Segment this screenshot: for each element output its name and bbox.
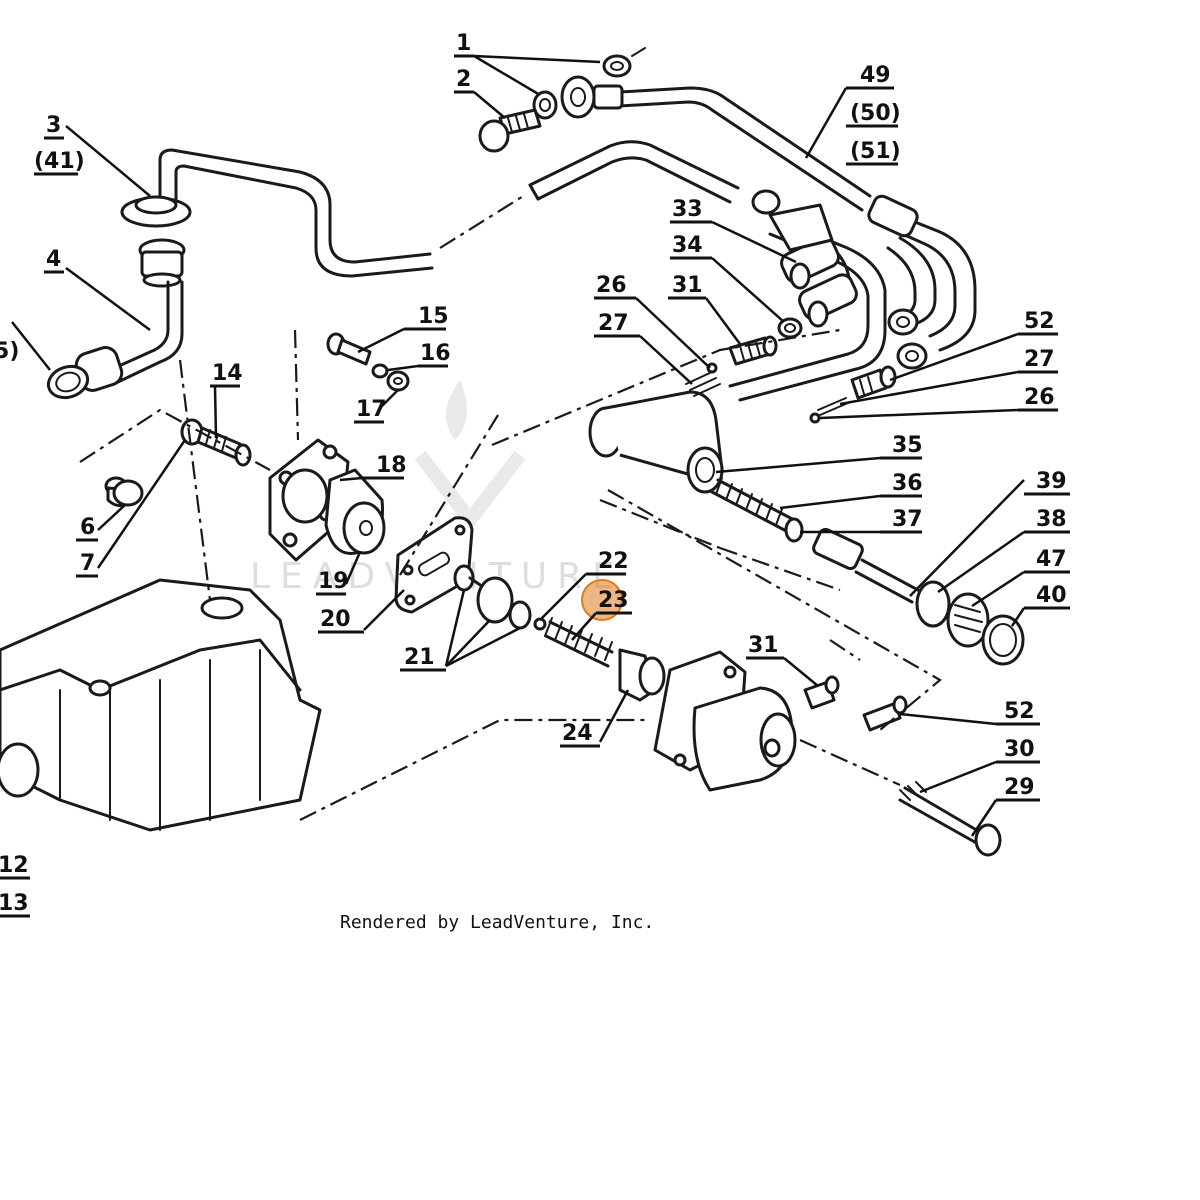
callout-1[interactable]: 1 — [456, 31, 471, 56]
callout-38[interactable]: 38 — [1036, 507, 1067, 532]
callout-16[interactable]: 16 — [420, 341, 451, 366]
stop-solenoid — [653, 650, 797, 792]
callout-23[interactable]: 23 — [598, 588, 629, 613]
callout-27-upper[interactable]: 27 — [598, 311, 629, 336]
callout-52-upper[interactable]: 52 — [1024, 309, 1055, 334]
callout-6[interactable]: 6 — [80, 515, 95, 540]
washer-1b — [532, 90, 558, 120]
bolt-29-30 — [898, 781, 1002, 857]
callout-4[interactable]: 4 — [46, 247, 61, 272]
callout-17[interactable]: 17 — [356, 397, 387, 422]
pump-housing-block — [0, 578, 322, 832]
pump-body-top — [588, 390, 724, 494]
callout-49[interactable]: 49 — [860, 63, 891, 88]
callout-7[interactable]: 7 — [80, 551, 95, 576]
callout-3[interactable]: 3 — [46, 113, 61, 138]
callout-12[interactable]: 12 — [0, 853, 29, 878]
callout-26-right[interactable]: 26 — [1024, 385, 1055, 410]
callout-36[interactable]: 36 — [892, 471, 923, 496]
feed-pipe-4 — [46, 280, 184, 400]
valve-31-lower — [803, 675, 840, 710]
bolt-15-washers — [326, 332, 410, 392]
callout-40[interactable]: 40 — [1036, 583, 1067, 608]
banjo-washer-1 — [602, 54, 632, 78]
callout-31-upper[interactable]: 31 — [672, 273, 703, 298]
plug-6 — [104, 476, 144, 507]
callout-13[interactable]: 13 — [0, 891, 29, 916]
callout-51[interactable]: (51) — [850, 139, 901, 164]
callout-41[interactable]: (41) — [34, 149, 85, 174]
valve-52-lower — [862, 695, 908, 732]
fuel-pipe-left — [158, 148, 434, 278]
callout-20[interactable]: 20 — [320, 607, 351, 632]
banjo-bolt-2 — [478, 108, 542, 153]
pipe-axis-line — [439, 194, 526, 249]
callout-19[interactable]: 19 — [318, 569, 349, 594]
valve-31-upper — [728, 335, 778, 366]
callout-15[interactable]: 15 — [418, 304, 449, 329]
adapter-19 — [324, 468, 386, 555]
fuel-pipe-mid — [528, 140, 740, 204]
callout-labels: 1 2 3 (41) 4 (5) 6 7 14 15 — [0, 31, 1070, 918]
valve-52-upper — [850, 365, 897, 400]
assembly-center-lines — [79, 328, 942, 821]
callout-31-lower[interactable]: 31 — [748, 633, 779, 658]
callout-30[interactable]: 30 — [1004, 737, 1035, 762]
housing-24 — [618, 648, 666, 702]
delivery-valve-33 — [751, 189, 858, 328]
callout-27-right[interactable]: 27 — [1024, 347, 1055, 372]
callout-26-upper[interactable]: 26 — [596, 273, 627, 298]
callout-37[interactable]: 37 — [892, 507, 923, 532]
callout-50[interactable]: (50) — [850, 101, 901, 126]
callout-52-lower[interactable]: 52 — [1004, 699, 1035, 724]
delivery-fitting-34 — [777, 317, 803, 339]
watermark-logo — [414, 380, 526, 532]
callout-34[interactable]: 34 — [672, 233, 703, 258]
callout-5[interactable]: (5) — [0, 339, 19, 364]
callout-24[interactable]: 24 — [562, 721, 593, 746]
render-credit: Rendered by LeadVenture, Inc. — [340, 912, 654, 933]
callout-2[interactable]: 2 — [456, 67, 471, 92]
banjo-fitting — [560, 75, 624, 119]
highlight-marker[interactable] — [581, 579, 623, 621]
callout-29[interactable]: 29 — [1004, 775, 1035, 800]
callout-39[interactable]: 39 — [1036, 469, 1067, 494]
gasket-20 — [394, 516, 474, 614]
control-rod-spring-36 — [710, 477, 804, 543]
callout-21[interactable]: 21 — [404, 645, 435, 670]
callout-47[interactable]: 47 — [1036, 547, 1067, 572]
fuel-pipes-grommets — [867, 194, 928, 370]
plug-38-47-40 — [915, 580, 1025, 666]
spring-27-right — [809, 397, 849, 424]
callout-33[interactable]: 33 — [672, 197, 703, 222]
callout-18[interactable]: 18 — [376, 453, 407, 478]
callout-35[interactable]: 35 — [892, 433, 923, 458]
diaphragm-21 — [453, 564, 547, 631]
dash-mark — [631, 47, 646, 57]
spring-23 — [544, 617, 614, 668]
callout-14[interactable]: 14 — [212, 361, 243, 386]
callout-22[interactable]: 22 — [598, 549, 629, 574]
control-rod-37 — [812, 527, 920, 604]
pipe-grommet-3 — [120, 195, 192, 288]
fuel-pipe-top — [618, 86, 872, 212]
